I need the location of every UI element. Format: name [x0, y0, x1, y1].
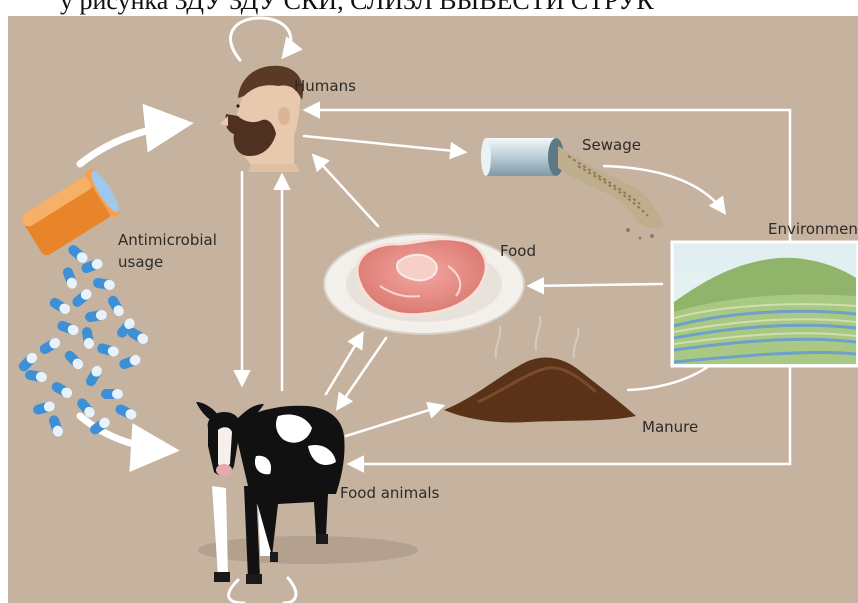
humans-self-loop-arrow [231, 18, 291, 60]
pill-capsule [84, 309, 107, 323]
label-food-animals: Food animals [340, 484, 439, 503]
label-environment: Environment [768, 220, 858, 239]
environment-to-humans-arrow [306, 110, 790, 244]
antimicrobial-to-humans-arrow [80, 124, 184, 164]
food-plate-icon [324, 234, 524, 334]
pill-capsule [114, 403, 138, 421]
manure-pile-icon [444, 316, 636, 423]
top-caption-strip: у рисунка ЗДУ ЗДУ СКИ, СЛИЗЛ ВЫВЕСТИ СТР… [0, 0, 858, 16]
pill-capsule [70, 287, 93, 309]
pill-capsule [32, 400, 56, 415]
human-head-icon [220, 66, 303, 172]
pill-capsule [24, 369, 47, 383]
food-to-animals-arrow [338, 338, 386, 408]
pill-capsule [66, 243, 89, 265]
pill-capsule [62, 266, 79, 290]
pill-capsule [38, 336, 62, 356]
pill-capsule [92, 277, 115, 291]
top-caption: у рисунка ЗДУ ЗДУ СКИ, СЛИЗЛ ВЫВЕСТИ СТР… [60, 0, 654, 16]
label-antimicrobial-line1: Antimicrobial [118, 231, 217, 250]
label-sewage: Sewage [582, 136, 641, 155]
diagram-panel: Humans Sewage Environment Antimicrobial … [8, 16, 858, 603]
diagram-canvas [8, 16, 858, 603]
pill-capsule [56, 320, 80, 337]
pill-capsule [17, 351, 40, 374]
pill-capsule [63, 349, 86, 372]
pill-capsule [48, 414, 65, 438]
label-humans: Humans [294, 77, 356, 96]
pill-capsule [48, 296, 72, 316]
animals-to-manure-arrow [346, 406, 442, 436]
pill-capsule [106, 294, 126, 318]
pill-capsule [96, 342, 120, 357]
pill-capsule [50, 380, 74, 400]
humans-to-sewage-arrow [304, 136, 464, 152]
label-manure: Manure [642, 418, 698, 437]
environment-to-food-arrow [530, 284, 662, 286]
animals-self-loop-arrow [229, 578, 296, 603]
animals-to-food-arrow [326, 334, 362, 394]
pills-icon [17, 243, 150, 438]
label-food: Food [500, 242, 536, 261]
pill-capsule [84, 364, 104, 388]
food-to-humans-arrow [314, 156, 378, 226]
label-antimicrobial-line2: usage [118, 253, 163, 272]
pill-capsule [118, 354, 142, 371]
pill-capsule [81, 326, 95, 349]
pill-capsule [101, 389, 123, 399]
environment-landscape-icon [672, 242, 858, 366]
